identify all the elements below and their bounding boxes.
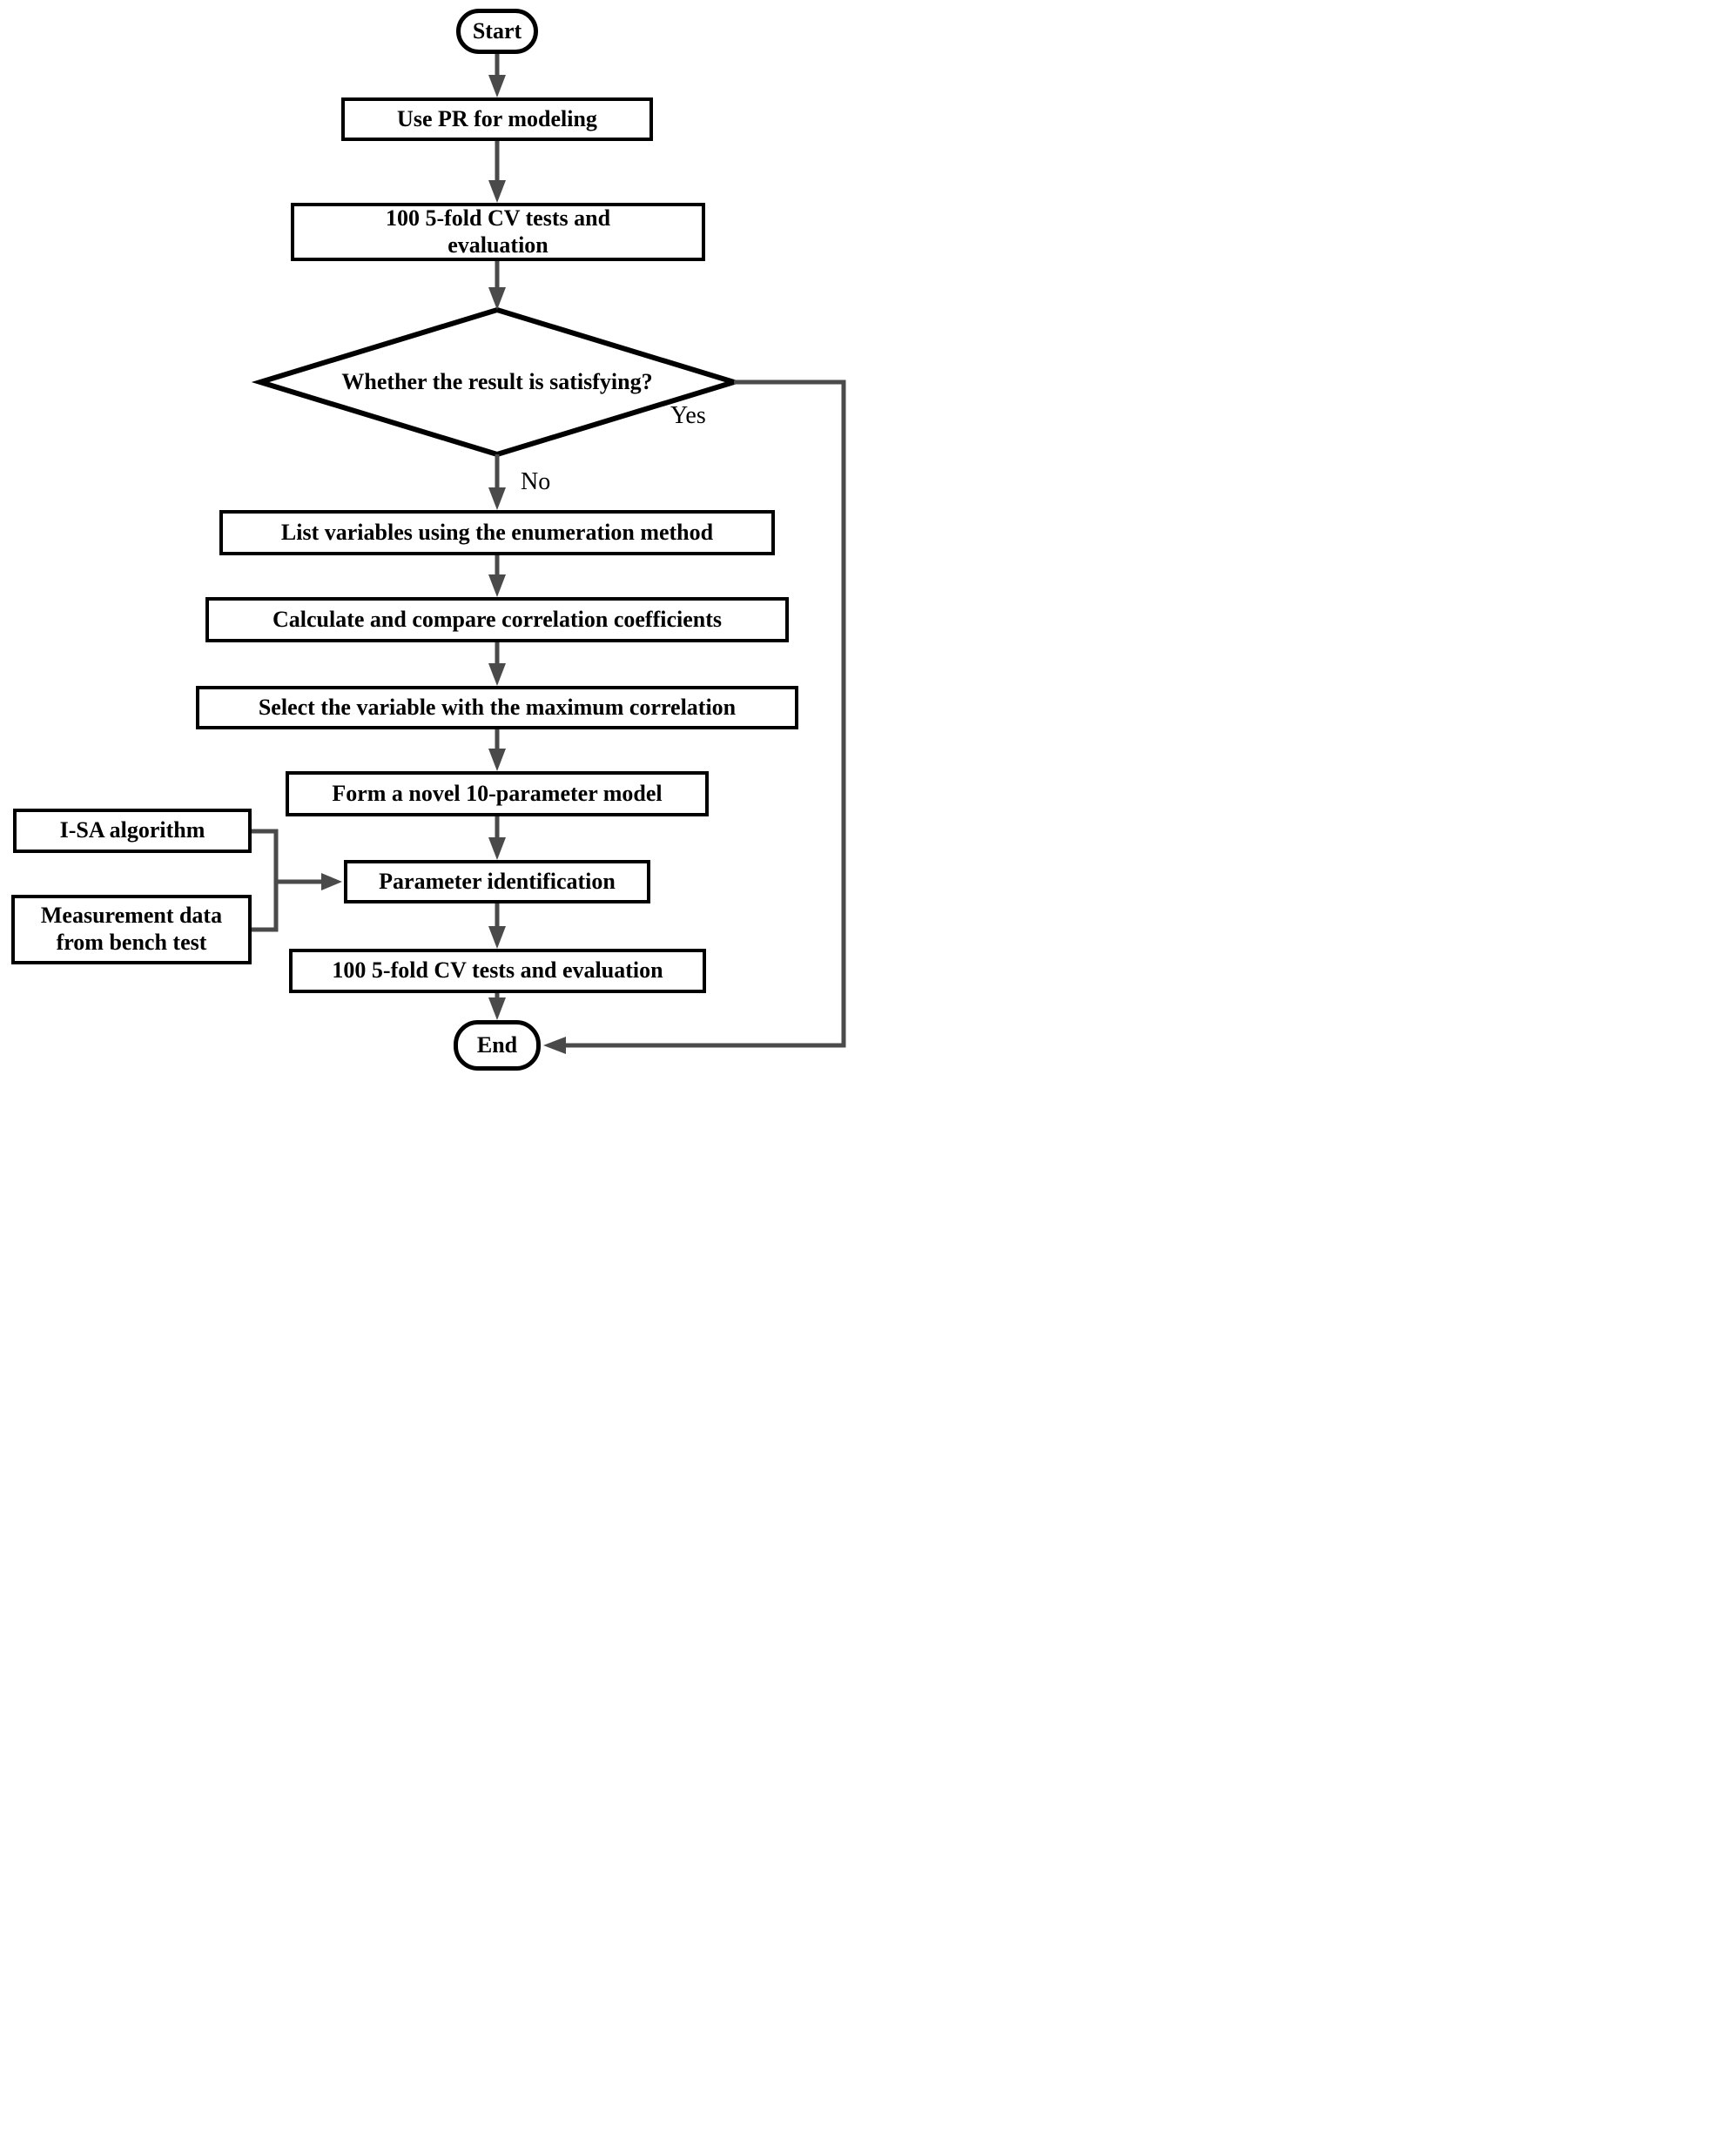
cv-tests-step-1: 100 5-fold CV tests and evaluation (291, 203, 705, 261)
form-model-step: Form a novel 10-parameter model (286, 771, 709, 816)
decision-label: Whether the result is satisfying? (341, 369, 653, 394)
calc-correlation-step: Calculate and compare correlation coeffi… (205, 597, 789, 642)
arrow-listvars-to-calccorr (488, 555, 506, 597)
flowchart-figure: Start Use PR for modeling 100 5-fold CV … (0, 0, 858, 1078)
select-variable-step: Select the variable with the maximum cor… (196, 686, 798, 729)
end-terminator: End (454, 1020, 541, 1071)
arrow-cvtests2-to-end (488, 993, 506, 1020)
arrow-inputs-to-paramid (252, 829, 342, 932)
arrow-selectvar-to-formmodel (488, 729, 506, 771)
parameter-identification-step: Parameter identification (344, 860, 650, 903)
isa-algorithm-input: I-SA algorithm (13, 809, 252, 853)
arrow-formmodel-to-paramid (488, 816, 506, 860)
arrow-calccorr-to-selectvar (488, 642, 506, 686)
measurement-data-input: Measurement data from bench test (11, 895, 252, 964)
connector-arrows (251, 54, 846, 1054)
cv-tests-step-2: 100 5-fold CV tests and evaluation (289, 949, 706, 993)
arrow-decision-no (488, 454, 506, 510)
arrow-usepr-to-cvtests1 (488, 141, 506, 203)
yes-edge-label: Yes (670, 402, 706, 429)
use-pr-step: Use PR for modeling (341, 97, 653, 141)
start-terminator: Start (456, 9, 538, 54)
list-variables-step: List variables using the enumeration met… (219, 510, 775, 555)
arrow-decision-yes-loop (543, 379, 846, 1054)
arrow-start-to-usepr (488, 54, 506, 97)
arrow-cvtests1-to-decision (488, 261, 506, 310)
no-edge-label: No (521, 468, 551, 495)
arrow-paramid-to-cvtests2 (488, 903, 506, 949)
